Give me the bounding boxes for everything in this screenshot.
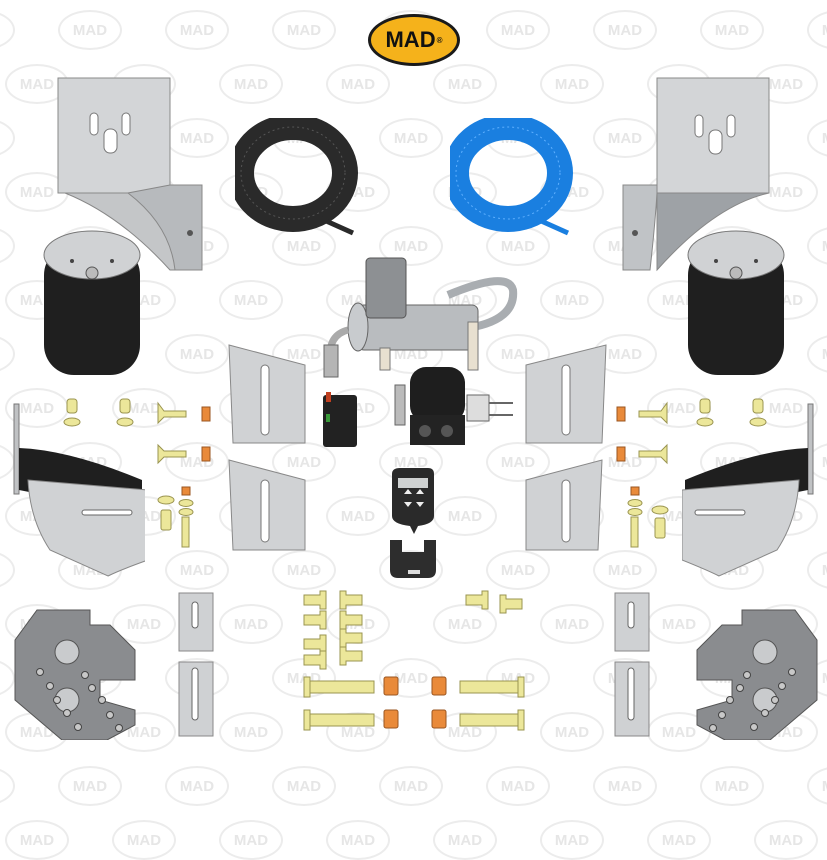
watermark: MAD (433, 64, 497, 104)
watermark: MAD (326, 712, 390, 752)
watermark: MAD (807, 766, 827, 806)
watermark: MAD (433, 712, 497, 752)
watermark: MAD (807, 10, 827, 50)
lower-bracket-right (682, 403, 814, 577)
upper-bracket-left (57, 77, 203, 271)
watermark: MAD (219, 604, 283, 644)
watermark: MAD (807, 334, 827, 374)
watermark: MAD (593, 118, 657, 158)
watermark: MAD (272, 550, 336, 590)
air-hose-black (235, 118, 358, 236)
air-hose-blue (450, 118, 573, 236)
watermark: MAD (326, 496, 390, 536)
watermark: MAD (486, 766, 550, 806)
watermark: MAD (272, 10, 336, 50)
watermark: MAD (58, 766, 122, 806)
watermark: MAD (807, 226, 827, 266)
valve-block (394, 367, 513, 445)
base-plate-right (696, 609, 818, 740)
watermark: MAD (272, 766, 336, 806)
watermark: MAD (700, 766, 764, 806)
watermark: MAD (647, 820, 711, 860)
watermark: MAD (165, 334, 229, 374)
watermark: MAD (540, 820, 604, 860)
watermark: MAD (0, 766, 15, 806)
watermark: MAD (219, 280, 283, 320)
controller (390, 468, 436, 578)
air-spring-left (43, 230, 141, 375)
base-plate-left (14, 609, 136, 740)
mad-logo: MAD® (368, 14, 460, 66)
watermark: MAD (540, 280, 604, 320)
watermark: MAD (326, 64, 390, 104)
watermark: MAD (433, 820, 497, 860)
watermark: MAD (593, 550, 657, 590)
shims-right (614, 592, 650, 737)
watermark: MAD (112, 388, 176, 428)
watermark: MAD (219, 820, 283, 860)
watermark: MAD (5, 820, 69, 860)
watermark: MAD (0, 10, 15, 50)
watermark: MAD (0, 118, 15, 158)
watermark: MAD (807, 118, 827, 158)
watermark: MAD (486, 442, 550, 482)
watermark: MAD (486, 550, 550, 590)
spacer-plates-right (525, 344, 607, 551)
watermark: MAD (540, 604, 604, 644)
spacer-plates-left (228, 344, 306, 551)
upper-bracket-right (622, 77, 770, 272)
watermark: MAD (112, 604, 176, 644)
watermark: MAD (219, 712, 283, 752)
watermark: MAD (486, 334, 550, 374)
watermark: MAD (700, 10, 764, 50)
watermark: MAD (593, 10, 657, 50)
watermark: MAD (433, 604, 497, 644)
watermark: MAD (486, 10, 550, 50)
air-spring-right (687, 230, 785, 375)
watermark: MAD (165, 550, 229, 590)
watermark: MAD (540, 712, 604, 752)
relay (323, 392, 357, 447)
lower-bracket-left (13, 403, 145, 577)
watermark: MAD (379, 766, 443, 806)
compressor (323, 257, 518, 378)
fasteners-right (616, 398, 767, 548)
watermark: MAD (540, 64, 604, 104)
watermark: MAD (219, 64, 283, 104)
watermark: MAD (326, 820, 390, 860)
watermark: MAD (754, 820, 818, 860)
fasteners-left (63, 398, 211, 548)
watermark: MAD (165, 766, 229, 806)
watermark: MAD (0, 226, 15, 266)
watermark: MAD (593, 766, 657, 806)
fasteners-center (303, 590, 525, 731)
watermark: MAD (379, 226, 443, 266)
watermark: MAD (379, 118, 443, 158)
watermark: MAD (0, 334, 15, 374)
watermark: MAD (433, 496, 497, 536)
watermark: MAD (165, 10, 229, 50)
watermark: MAD (58, 10, 122, 50)
watermark: MAD (112, 820, 176, 860)
shims-left (178, 592, 214, 737)
